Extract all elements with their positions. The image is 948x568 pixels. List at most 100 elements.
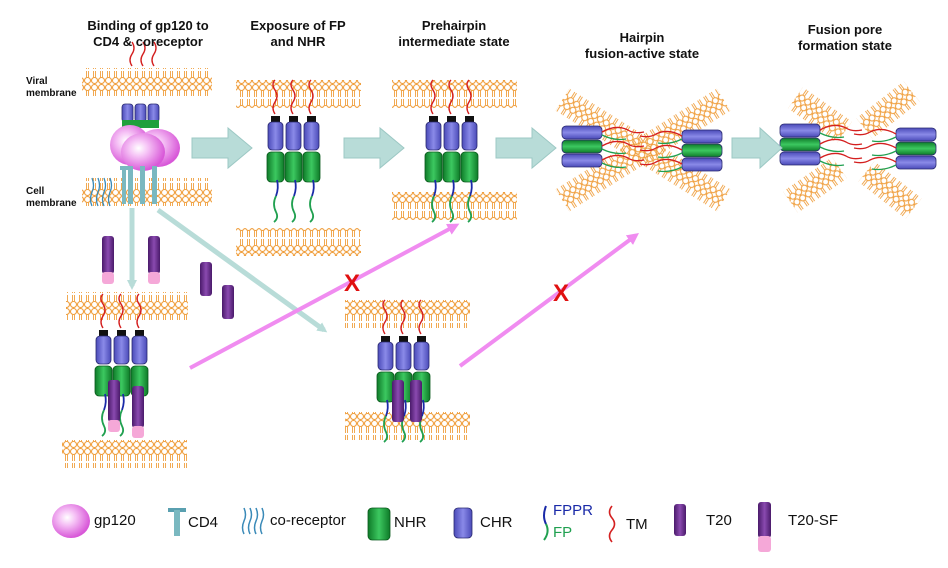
- fp-segment: [101, 409, 107, 437]
- legend-fp-label: FP: [553, 524, 573, 541]
- fp-segment: [273, 195, 279, 223]
- chr-helix: [895, 127, 937, 142]
- fp-segment: [383, 415, 389, 443]
- cell-membrane-stage1: [82, 178, 212, 206]
- nhr-helix: [424, 151, 443, 183]
- t20-peptide: [222, 285, 234, 319]
- tm-segment: [118, 293, 124, 329]
- tm-segment: [853, 156, 897, 164]
- tm-segment: [418, 299, 424, 335]
- cell-membrane-stage3: [392, 192, 517, 220]
- fp-segment: [871, 136, 897, 143]
- tm-segment: [382, 299, 388, 335]
- chr-helix: [681, 129, 723, 144]
- legend-coreceptor-label: co-receptor: [270, 512, 346, 529]
- chr-helix: [113, 335, 130, 365]
- arrow-stage2-to-stage3: [343, 126, 405, 170]
- fppr-segment: [469, 179, 473, 197]
- legend-t20-symbol: [674, 504, 686, 536]
- viral-membrane-t20sf: [345, 300, 470, 328]
- bound-t20: [392, 380, 404, 422]
- chr-helix: [303, 121, 320, 151]
- nhr-helix: [779, 137, 821, 152]
- tm-segment: [601, 126, 645, 134]
- fp-segment: [871, 150, 897, 157]
- arrow-stage1-to-stage2: [191, 126, 253, 170]
- tm-segment: [601, 154, 645, 162]
- chr-helix: [267, 121, 284, 151]
- chr-helix: [561, 153, 603, 168]
- fp-segment: [871, 164, 897, 171]
- legend-cd4-label: CD4: [188, 514, 219, 531]
- legend-fppr-fp-symbol: [543, 505, 549, 541]
- fppr-segment: [121, 393, 125, 411]
- legend-gp120-label: gp120: [94, 512, 136, 529]
- tm-segment: [819, 138, 863, 146]
- bound-t20: [410, 380, 422, 422]
- legend-t20sf-symbol: [758, 502, 771, 552]
- legend-coreceptor-symbol: [241, 507, 265, 535]
- cell-membrane-t20: [62, 440, 187, 468]
- fp-segment: [601, 134, 627, 141]
- fppr-segment: [293, 179, 297, 197]
- tm-segment: [430, 79, 436, 115]
- legend-symbols: [52, 502, 771, 552]
- fp-segment: [657, 138, 683, 145]
- nhr-helix: [442, 151, 461, 183]
- chr-helix: [95, 335, 112, 365]
- t20sf-bundle: [376, 299, 431, 443]
- fp-segment: [431, 195, 437, 223]
- tm-segment: [100, 293, 106, 329]
- tm-segment: [448, 79, 454, 115]
- tm-segment: [819, 152, 863, 160]
- chr-helix: [425, 121, 442, 151]
- inhibition-mark-t20: X: [344, 270, 361, 297]
- legend-t20sf-label: T20-SF: [788, 512, 839, 529]
- nhr-helix: [460, 151, 479, 183]
- legend-nhr-symbol: [367, 507, 391, 541]
- fppr-segment: [421, 399, 425, 417]
- tm-segment: [601, 140, 645, 148]
- tm-segment: [853, 142, 897, 150]
- tm-segment: [466, 79, 472, 115]
- legend-chr-label: CHR: [480, 514, 513, 531]
- nhr-helix: [302, 151, 321, 183]
- nhr-helix: [681, 143, 723, 158]
- fusion-pore-membranes: [782, 80, 923, 220]
- fp-segment: [657, 166, 683, 173]
- fp-segment: [819, 146, 845, 153]
- chr-helix: [377, 341, 394, 371]
- t20-peptide: [200, 262, 212, 296]
- cell-membrane-stage2: [236, 228, 361, 256]
- nhr-helix: [895, 141, 937, 156]
- nhr-helix: [561, 139, 603, 154]
- fppr-segment: [433, 179, 437, 197]
- chr-helix: [561, 125, 603, 140]
- tm-segment: [853, 128, 897, 136]
- stage2-bundle: [266, 79, 321, 223]
- fp-segment: [449, 195, 455, 223]
- pore-bundle-right: [853, 127, 937, 171]
- fppr-segment: [385, 399, 389, 417]
- fp-segment: [819, 160, 845, 167]
- chr-helix: [895, 155, 937, 170]
- blocked-arrow-t20sf: [458, 233, 640, 368]
- legend-nhr-label: NHR: [394, 514, 427, 531]
- t20-sf-peptide: [102, 236, 114, 284]
- tm-segment: [400, 299, 406, 335]
- legend-fppr-label: FPPR: [553, 502, 594, 519]
- fp-segment: [601, 162, 627, 169]
- gp120-lobe: [121, 133, 165, 171]
- nhr-helix: [376, 371, 395, 403]
- fppr-segment: [275, 179, 279, 197]
- chr-helix: [131, 335, 148, 365]
- viral-membrane-stage2: [236, 80, 361, 108]
- fp-segment: [291, 195, 297, 223]
- chr-helix: [285, 121, 302, 151]
- nhr-helix: [266, 151, 285, 183]
